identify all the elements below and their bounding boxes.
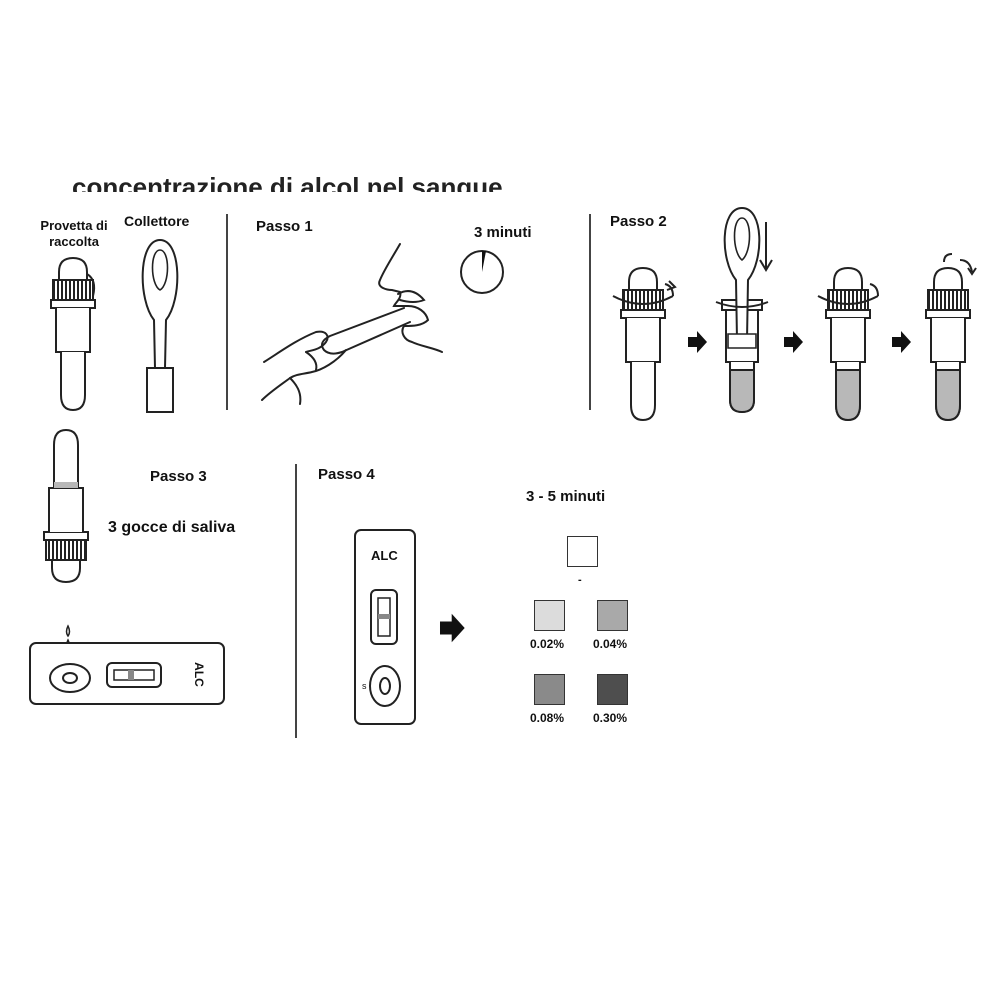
divider-1: [226, 214, 228, 410]
face-with-collector: [378, 243, 443, 353]
tube-with-collector: [715, 206, 769, 414]
color-label-030: 0.30%: [593, 711, 628, 725]
device-sample-mark: s: [362, 681, 367, 691]
device-text-rotated: ALC: [191, 662, 206, 687]
label-step4-time: 3 - 5 minuti: [526, 488, 606, 505]
color-swatch-030: [597, 674, 628, 705]
inverted-tube: [43, 429, 89, 583]
color-label-008: 0.08%: [530, 711, 565, 725]
cropped-header-text: concentrazione di alcol nel sangue.: [72, 164, 542, 192]
label-step3: Passo 3: [150, 468, 207, 485]
label-step3-drops: 3 gocce di saliva: [108, 519, 236, 536]
tube-flip-cap: [925, 253, 977, 421]
down-arrow: [759, 222, 773, 272]
label-step4: Passo 4: [318, 466, 375, 483]
divider-2: [589, 214, 591, 410]
color-label-004: 0.04%: [593, 637, 628, 651]
label-collector: Collettore: [124, 213, 190, 229]
test-cassette-vertical: [354, 529, 416, 725]
tube-twist-close: [817, 267, 879, 421]
color-swatch-002: [534, 600, 565, 631]
chart-dash: -: [578, 574, 582, 586]
device-text: ALC: [371, 548, 398, 563]
collector: [141, 238, 179, 413]
label-step1: Passo 1: [256, 218, 313, 235]
label-step2: Passo 2: [610, 213, 667, 230]
color-swatch-008: [534, 674, 565, 705]
hand-holding-collector: [261, 307, 411, 405]
color-swatch-004: [597, 600, 628, 631]
header-text: concentrazione di alcol nel sangue.: [72, 172, 510, 192]
timer-icon: [460, 250, 504, 294]
collection-tube: [50, 257, 96, 411]
label-tube: Provetta di raccolta: [40, 218, 108, 249]
test-cassette-horizontal: [29, 642, 225, 705]
label-step1-time: 3 minuti: [474, 224, 532, 241]
color-label-002: 0.02%: [530, 637, 565, 651]
tube-twist-open: [612, 267, 677, 421]
color-swatch-negative: [567, 536, 598, 567]
divider-3: [295, 464, 297, 738]
